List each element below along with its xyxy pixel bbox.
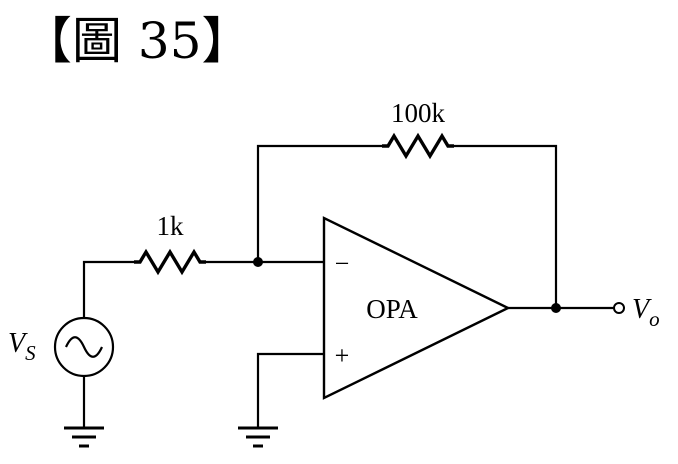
feedback-resistor-zigzag	[382, 132, 454, 160]
wire-noninverting-to-ground	[256, 352, 326, 430]
junction-dot-output	[551, 303, 561, 313]
ground-icon-source	[64, 426, 104, 448]
source-label-main: V	[8, 328, 28, 359]
output-label-main: V	[632, 294, 652, 325]
opamp-inverting-sign: −	[335, 249, 350, 278]
feedback-resistor-label: 100k	[391, 98, 446, 128]
input-resistor-label: 1k	[157, 211, 185, 241]
feedback-resistor: 100k	[382, 98, 454, 160]
ac-source	[53, 316, 115, 378]
source-label-sub: S	[25, 341, 36, 365]
output-label-sub: o	[649, 307, 660, 331]
ac-sine-icon	[65, 336, 103, 358]
wire-feedback-right	[452, 144, 558, 310]
figure-title: 【圖 35】	[22, 12, 252, 70]
opamp-noninverting-sign: +	[335, 341, 350, 370]
wire-feedback-left	[256, 144, 384, 264]
opamp-triangle	[322, 216, 511, 400]
wire-source-to-input-resistor	[82, 260, 136, 320]
opamp-label: OPA	[366, 294, 418, 324]
opamp: OPA − +	[322, 216, 511, 400]
input-resistor: 1k	[134, 211, 206, 276]
source-label: VS	[8, 328, 36, 365]
output-label: Vo	[632, 294, 660, 331]
ground-icon-opamp	[238, 426, 278, 448]
input-resistor-zigzag	[134, 248, 206, 276]
output-terminal	[613, 302, 625, 314]
junction-dot-input	[253, 257, 263, 267]
